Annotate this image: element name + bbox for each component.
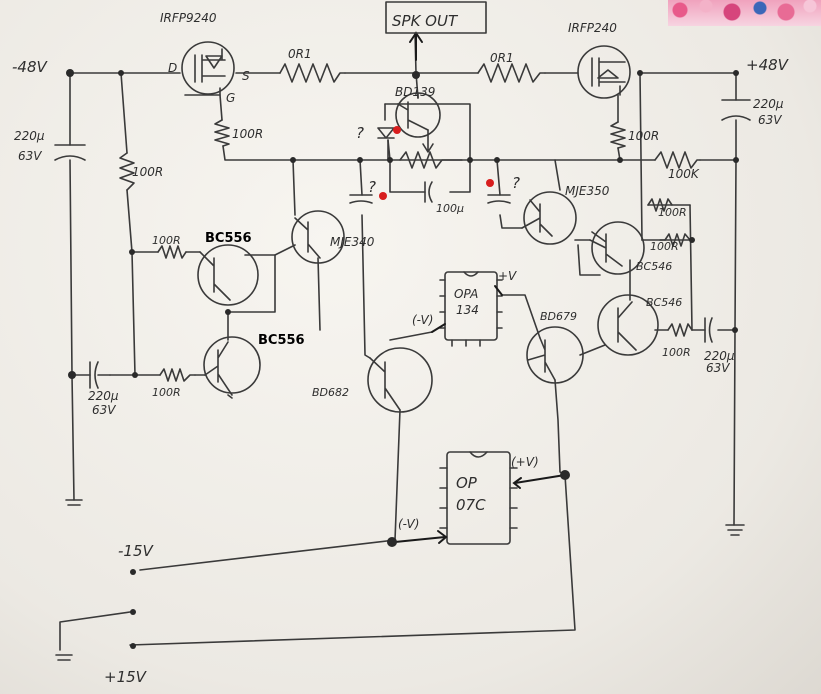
supply-arrows <box>394 285 566 544</box>
supply-pos15-label: +15V <box>104 668 148 686</box>
supply-neg15-label: -15V <box>118 542 154 560</box>
capacitor-220u-left <box>54 144 86 161</box>
ic-op07c-symbol <box>439 451 518 545</box>
capacitor-220u-right <box>721 99 751 121</box>
pin-g-label: G <box>226 91 235 105</box>
ic-opa134-symbol <box>439 271 503 347</box>
resistor-100r-mid-right <box>647 198 673 212</box>
resistor-100r-bc556 <box>157 245 187 259</box>
bc556-bottom-label: BC556 <box>258 333 305 348</box>
opa134-line1: OPA <box>454 287 478 301</box>
bd682-label: BD682 <box>312 386 349 399</box>
bc556-top-label: BC556 <box>205 231 252 246</box>
wiring <box>55 32 745 661</box>
res-100r-mid-label: 100R <box>658 206 687 219</box>
capacitor-unknown-right <box>487 194 511 204</box>
potentiometer-symbol <box>399 129 463 169</box>
mosfet-irfp9240-symbol <box>181 41 235 96</box>
cap-bl-value: 220µ <box>88 389 119 403</box>
resistor-100r-bc546 <box>664 233 691 247</box>
cap-br-volt: 63V <box>706 361 730 375</box>
opa134-line2: 134 <box>456 303 479 317</box>
floral-fabric-corner <box>668 0 821 26</box>
transistor-bc546-top-symbol <box>589 221 645 275</box>
cap-right-volt: 63V <box>758 113 782 127</box>
op07-line2: 07C <box>456 496 486 514</box>
q-mark-led: ? <box>356 124 364 142</box>
resistor-100r-bottom <box>159 368 196 382</box>
resistor-100r-vertical-left <box>119 152 135 191</box>
transistor-bd139-symbol <box>395 92 441 138</box>
mje340-label: MJE340 <box>330 235 375 249</box>
res-100r-bc546-label: 100R <box>650 240 679 253</box>
capacitor-220u-bottom-right <box>704 317 713 343</box>
q-mark-cap-right: ? <box>512 174 520 192</box>
cap-br-value: 220µ <box>704 349 735 363</box>
transistor-mje340-symbol <box>291 210 345 264</box>
transistor-bd679-symbol <box>526 326 584 384</box>
resistor-100r-gate-right <box>610 121 626 149</box>
res-gate-right-label: 100R <box>628 129 659 143</box>
bd679-label: BD679 <box>540 310 577 323</box>
bc546-bottom-label: BC546 <box>646 296 682 309</box>
res-100r-bottom-label: 100R <box>152 386 181 399</box>
supply-plus-v2-label: (+V) <box>511 455 539 469</box>
supply-plus-v-label: +V <box>498 269 517 283</box>
pin-s-label: S <box>242 69 250 83</box>
supply-minus-v2-label: (-V) <box>398 517 419 531</box>
capacitor-220u-bottom-left <box>89 361 111 389</box>
junction-dots <box>66 69 739 649</box>
rail-neg-label: -48V <box>12 58 48 76</box>
bc546-top-label: BC546 <box>636 260 672 273</box>
resistor-100r-gate-left <box>214 119 230 147</box>
q-mark-cap-left: ? <box>368 178 376 196</box>
res-100r-left-label: 100R <box>132 165 163 179</box>
cap-bl-volt: 63V <box>92 403 116 417</box>
res-100k-label: 100K <box>668 167 700 181</box>
transistor-bc546-bottom-symbol <box>597 294 659 356</box>
cap-left-volt: 63V <box>18 149 42 163</box>
mosfet-right-label: IRFP240 <box>568 21 617 35</box>
output-arrow <box>385 1 487 61</box>
mosfet-left-label: IRFP9240 <box>160 11 217 25</box>
transistor-bc556-bottom-symbol <box>203 336 261 396</box>
red-markers <box>379 126 494 200</box>
supply-minus-v-label: (-V) <box>412 313 433 327</box>
transistor-mje350-symbol <box>521 191 577 245</box>
resistor-0r1-right <box>477 63 546 83</box>
cap-100u-label: 100µ <box>436 202 464 215</box>
resistor-0r1-left <box>279 63 346 83</box>
pin-d-label: D <box>168 61 177 75</box>
res-100r-bc556-label: 100R <box>152 234 181 247</box>
resistor-100r-right-bottom <box>667 323 693 337</box>
capacitor-100u <box>424 181 433 203</box>
op07-line1: OP <box>456 474 478 492</box>
mje350-label: MJE350 <box>565 184 610 198</box>
res-gate-left-label: 100R <box>232 127 263 141</box>
led-symbol <box>377 127 395 161</box>
res-source-left-label: 0R1 <box>288 47 312 61</box>
cap-left-value: 220µ <box>14 129 45 143</box>
capacitor-unknown-left <box>349 194 373 204</box>
resistor-100k <box>654 151 701 169</box>
mosfet-irfp240-symbol <box>577 45 631 99</box>
transistor-bc556-top-symbol <box>197 244 259 306</box>
rail-pos-label: +48V <box>746 56 790 74</box>
res-100r-right-bottom-label: 100R <box>662 346 691 359</box>
bd139-label: BD139 <box>395 85 435 99</box>
res-source-right-label: 0R1 <box>490 51 514 65</box>
output-label: SPK OUT <box>392 12 459 30</box>
transistor-bd682-symbol <box>367 347 433 413</box>
cap-right-value: 220µ <box>753 97 784 111</box>
